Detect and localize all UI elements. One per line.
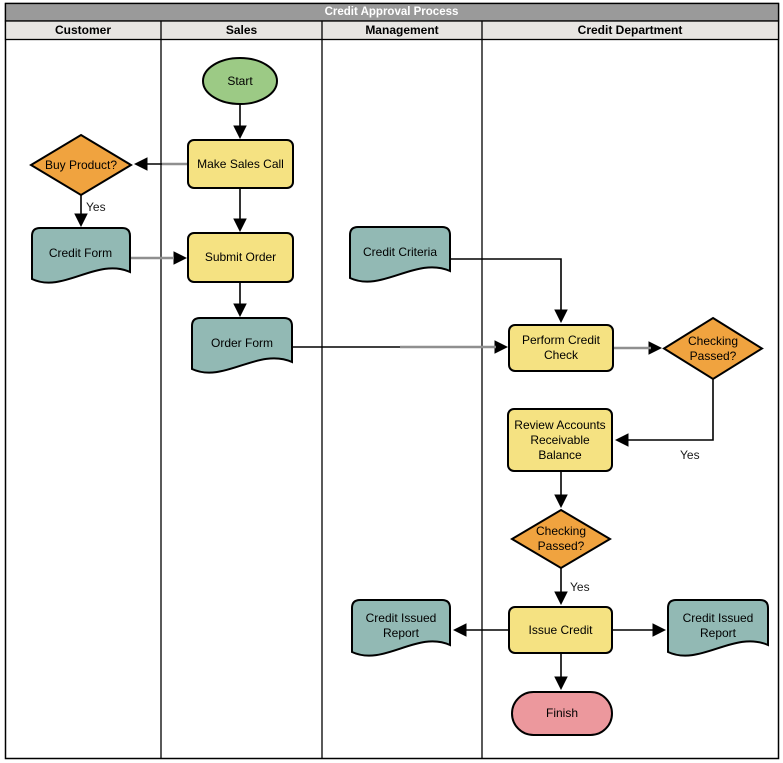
lane-header-row	[4, 20, 780, 41]
review-accounts-node[interactable]	[507, 408, 613, 472]
credit-issued-report-mgmt-document-node[interactable]	[351, 599, 451, 657]
shapes	[29, 57, 769, 736]
start-node[interactable]	[202, 57, 278, 105]
edge-checking-passed-1-to-review-accounts[interactable]	[614, 379, 714, 447]
title-bar	[4, 2, 780, 22]
credit-criteria-document-node[interactable]	[349, 226, 451, 283]
finish-node[interactable]	[511, 691, 613, 736]
order-form-document-node[interactable]	[191, 317, 293, 374]
edge-credit-criteria-to-perform-credit-check[interactable]	[450, 258, 568, 324]
checking-passed-2-decision-node[interactable]	[510, 508, 612, 570]
issue-credit-node[interactable]	[508, 606, 613, 654]
buy-product-decision-node[interactable]	[29, 133, 133, 197]
perform-credit-check-node[interactable]	[508, 324, 614, 372]
submit-order-node[interactable]	[187, 232, 294, 283]
make-sales-call-node[interactable]	[187, 139, 294, 189]
connectors	[74, 104, 714, 691]
credit-form-document-node[interactable]	[31, 227, 131, 284]
credit-issued-report-dept-document-node[interactable]	[667, 599, 769, 657]
checking-passed-1-decision-node[interactable]	[662, 316, 764, 381]
